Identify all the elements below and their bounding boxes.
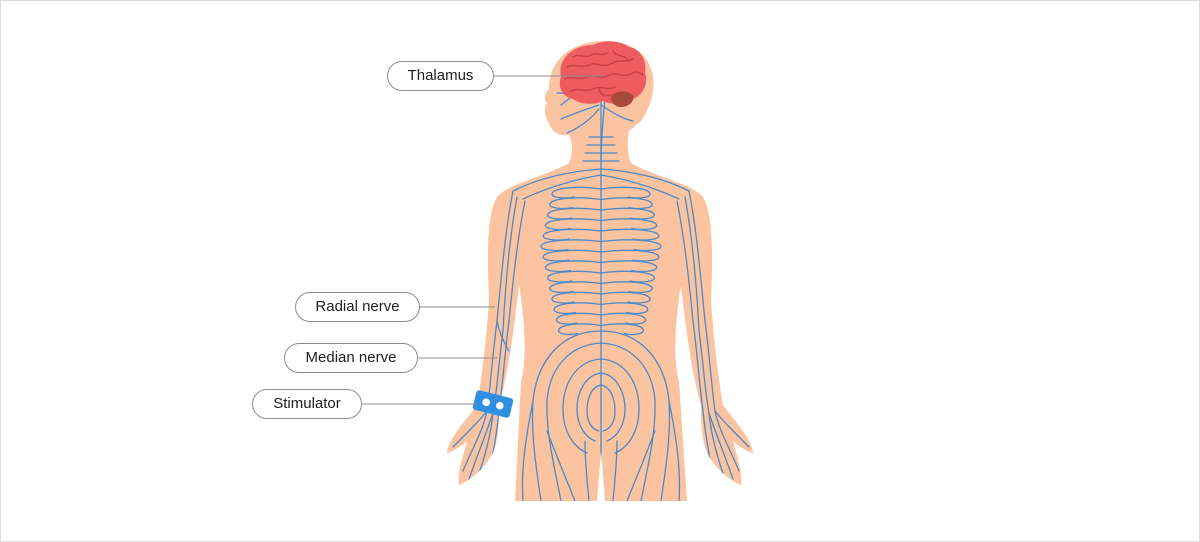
intercostal-nerve bbox=[600, 302, 649, 315]
intercostal-nerve bbox=[540, 239, 602, 252]
intercostal-nerve bbox=[600, 323, 645, 336]
stimulator-device bbox=[472, 390, 514, 418]
stimulator-electrode bbox=[495, 401, 504, 410]
intercostal-nerve bbox=[600, 249, 660, 262]
intercostal-nerve bbox=[553, 302, 602, 315]
intercostal-nerve bbox=[600, 270, 656, 283]
nerve-network bbox=[452, 84, 750, 501]
intercostal-nerve bbox=[555, 312, 602, 325]
radial-nerve-label: Radial nerve bbox=[295, 292, 420, 322]
leader-lines bbox=[362, 75, 603, 405]
intercostal-nerve bbox=[600, 312, 647, 325]
stimulator-electrode bbox=[482, 398, 491, 407]
intercostal-nerve bbox=[600, 260, 658, 273]
intercostal-nerve bbox=[544, 260, 602, 273]
intercostal-nerve bbox=[549, 281, 602, 294]
intercostal-nerve bbox=[557, 323, 602, 336]
stimulator-label: Stimulator bbox=[252, 389, 362, 419]
intercostal-nerve bbox=[551, 291, 602, 304]
median-nerve-label: Median nerve bbox=[284, 343, 418, 373]
thalamus-label: Thalamus bbox=[387, 61, 494, 91]
brain bbox=[559, 41, 647, 107]
intercostal-nerve bbox=[546, 270, 602, 283]
intercostal-nerve bbox=[600, 239, 662, 252]
intercostal-nerve bbox=[542, 249, 602, 262]
body-silhouette bbox=[447, 41, 753, 501]
intercostal-nerve bbox=[600, 291, 651, 304]
intercostal-nerve bbox=[600, 281, 653, 294]
